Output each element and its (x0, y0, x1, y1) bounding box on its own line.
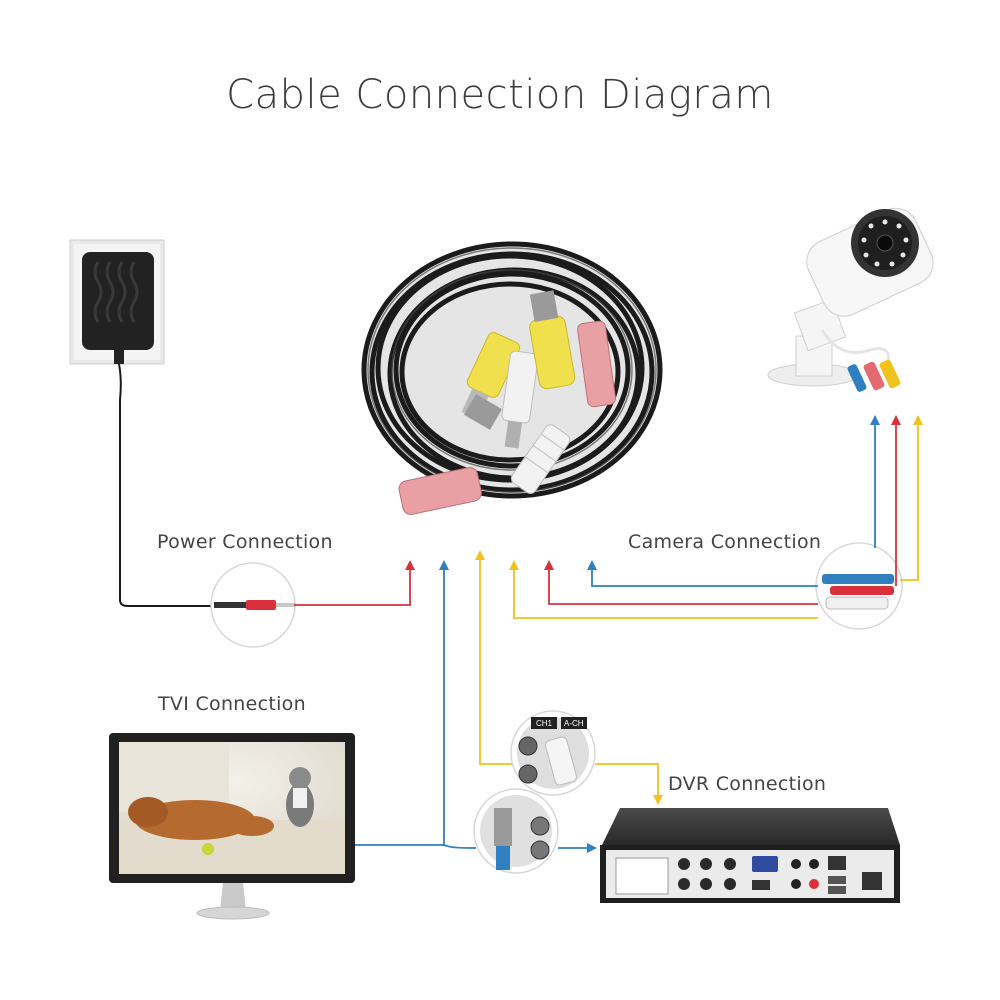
power-adapter-icon (69, 239, 215, 607)
dvr-recorder-icon (600, 808, 900, 903)
security-camera-icon (767, 207, 934, 392)
dvr-audio-port-detail: CH1 A-CH (510, 710, 596, 796)
camera-connection-label: Camera Connection (628, 531, 822, 553)
power-connection-line (294, 560, 415, 606)
dvr-video-port-detail (473, 788, 559, 874)
tvi-connection-label: TVI Connection (158, 693, 306, 715)
dvr-audio-label: A-CH (564, 719, 584, 728)
dvr-connection-line (475, 550, 663, 805)
camera-connector-detail (815, 542, 903, 630)
diagram-title: Cable Connection Diagram (226, 72, 774, 118)
power-connection-label: Power Connection (157, 531, 333, 553)
tvi-connection-line (355, 560, 597, 853)
camera-connection-lines (509, 415, 923, 619)
dvr-connection-label: DVR Connection (668, 773, 827, 795)
coaxial-cable-icon (361, 241, 663, 515)
dvr-ch1-label: CH1 (536, 719, 553, 728)
power-plug-detail (210, 562, 296, 648)
monitor-icon (109, 733, 355, 920)
